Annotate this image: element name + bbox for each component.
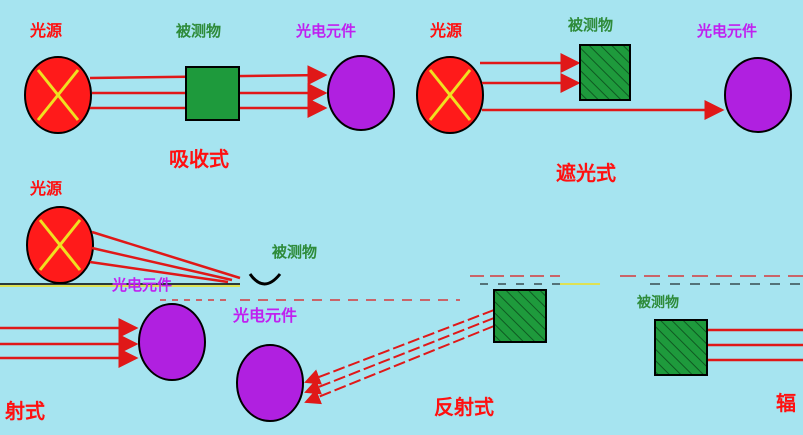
reflection-source-label: 光源 bbox=[29, 179, 62, 198]
absorption-photo-element bbox=[327, 55, 395, 131]
panel-reflection: 光源 被测物 光电元件 光电元件 bbox=[0, 179, 803, 423]
radiation-test-object bbox=[654, 319, 708, 376]
reflection-surface bbox=[248, 273, 282, 286]
absorption-light-source bbox=[24, 56, 92, 134]
absorption-test-object bbox=[185, 66, 240, 121]
reflection-receiver-label: 光电元件 bbox=[232, 306, 297, 325]
reflection-mode-label: 反射式 bbox=[434, 395, 494, 419]
distortion-band bbox=[0, 275, 803, 301]
absorption-object-label: 被测物 bbox=[176, 22, 221, 40]
absorption-source-label: 光源 bbox=[29, 21, 62, 40]
radiation-mode-label-edge: 辐 bbox=[776, 391, 796, 415]
blocking-light-source bbox=[416, 56, 484, 134]
blocking-photo-element bbox=[724, 57, 792, 133]
blocking-object-label: 被测物 bbox=[568, 16, 613, 34]
blocking-beams bbox=[480, 53, 725, 120]
radiation-mode-label-partial: 射式 bbox=[4, 399, 45, 423]
reflection-receiver-label-overlap: 光电元件 bbox=[111, 276, 172, 294]
reflection-incident-beams bbox=[89, 230, 241, 284]
radiation-beams-left bbox=[0, 318, 139, 368]
blocking-receiver-label: 光电元件 bbox=[696, 22, 757, 40]
radiation-photo-element bbox=[138, 303, 206, 381]
reflection-reflected-beams bbox=[304, 309, 495, 405]
radiation-beams-right bbox=[708, 328, 803, 362]
reflection-photo-element bbox=[236, 344, 304, 422]
panel-radiation-right: 被测物 辐 bbox=[637, 294, 803, 415]
panel-blocking: 光源 被测物 光电元件 遮光式 bbox=[416, 16, 792, 185]
absorption-receiver-label: 光电元件 bbox=[295, 22, 356, 40]
reflection-light-source bbox=[26, 206, 94, 284]
reflection-object-label: 被测物 bbox=[272, 243, 317, 261]
absorption-mode-label: 吸收式 bbox=[169, 147, 229, 171]
blocking-source-label: 光源 bbox=[429, 21, 462, 40]
radiation-object-label: 被测物 bbox=[637, 294, 679, 311]
blocking-test-object bbox=[579, 44, 631, 101]
reflection-test-object bbox=[493, 289, 547, 343]
blocking-mode-label: 遮光式 bbox=[556, 161, 616, 185]
panel-absorption: 光源 被测物 光电元件 吸收式 bbox=[24, 21, 395, 171]
